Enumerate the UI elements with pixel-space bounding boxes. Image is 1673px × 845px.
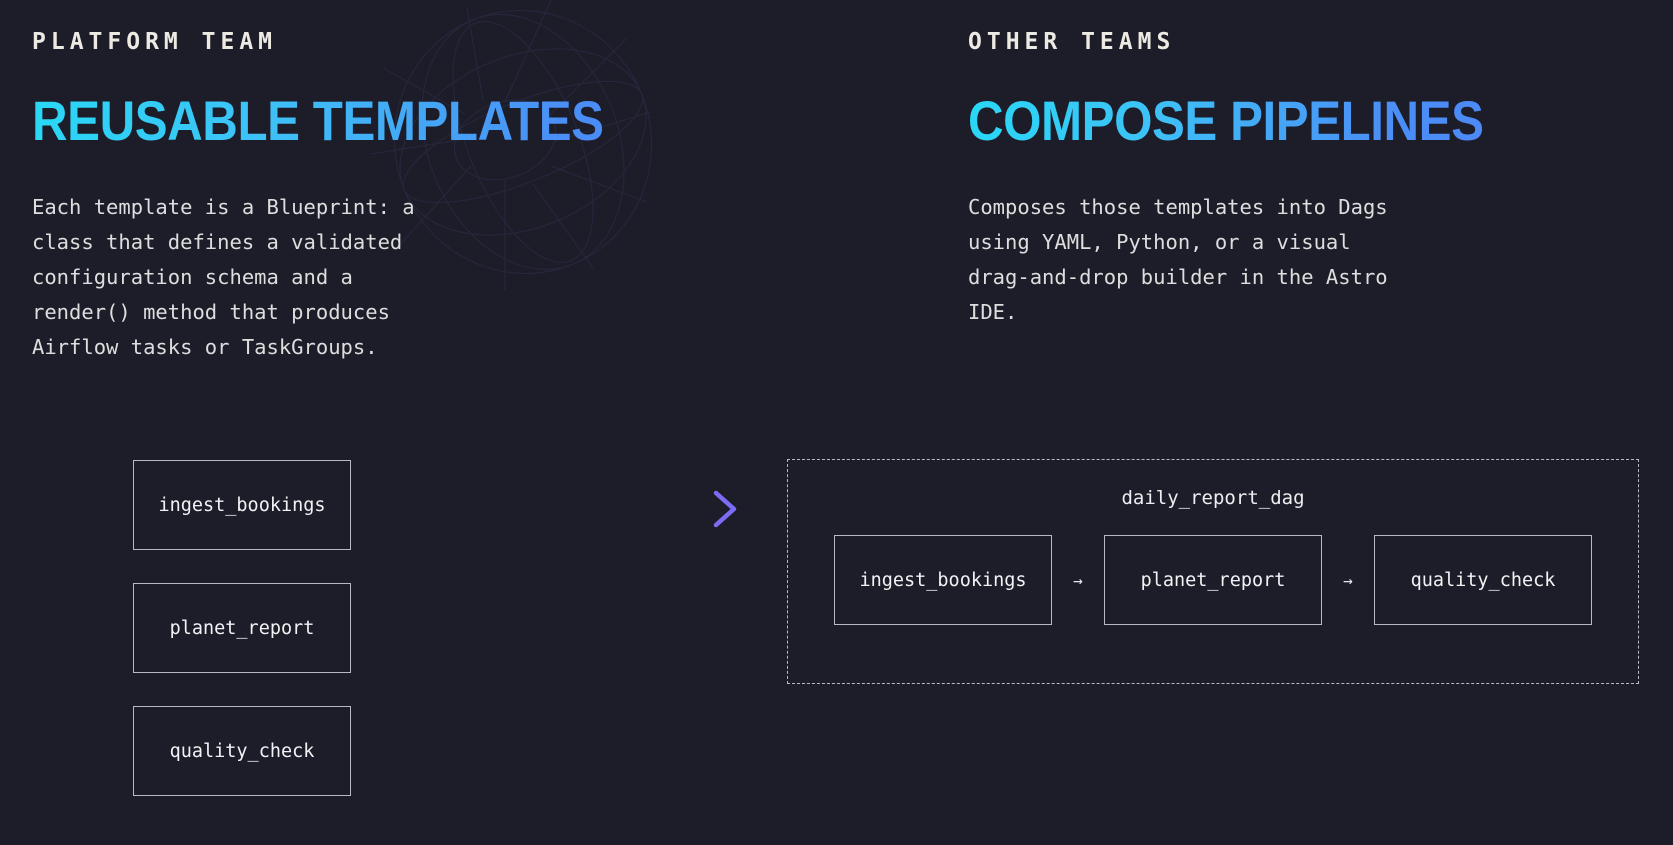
left-column: PLATFORM TEAM REUSABLE TEMPLATES Each te… <box>32 0 872 365</box>
dag-task-planet-report[interactable]: planet_report <box>1104 535 1322 625</box>
dag-task-row: ingest_bookings → planet_report → qualit… <box>788 535 1638 625</box>
left-eyebrow: PLATFORM TEAM <box>32 29 278 55</box>
dag-task-ingest-bookings[interactable]: ingest_bookings <box>834 535 1052 625</box>
dag-container: daily_report_dag ingest_bookings → plane… <box>787 459 1639 684</box>
dag-title: daily_report_dag <box>1121 487 1305 509</box>
dag-task-label: ingest_bookings <box>859 569 1027 591</box>
template-box-quality-check[interactable]: quality_check <box>133 706 351 796</box>
dag-arrow-icon-1: → <box>1073 570 1083 590</box>
right-headline: COMPOSE PIPELINES <box>968 93 1549 149</box>
template-label: ingest_bookings <box>158 494 326 516</box>
left-headline: REUSABLE TEMPLATES <box>32 93 771 149</box>
dag-arrow-icon-2: → <box>1343 570 1353 590</box>
dag-task-label: planet_report <box>1140 569 1286 591</box>
right-eyebrow: OTHER TEAMS <box>968 29 1176 55</box>
dag-task-label: quality_check <box>1410 569 1556 591</box>
template-label: quality_check <box>169 740 315 762</box>
flow-arrow-icon <box>382 490 737 528</box>
left-body-text: Each template is a Blueprint: a class th… <box>32 195 415 359</box>
right-body-text: Composes those templates into Dags using… <box>968 195 1388 324</box>
template-label: planet_report <box>169 617 315 639</box>
right-column: OTHER TEAMS COMPOSE PIPELINES Composes t… <box>968 0 1628 330</box>
template-box-ingest-bookings[interactable]: ingest_bookings <box>133 460 351 550</box>
dag-task-quality-check[interactable]: quality_check <box>1374 535 1592 625</box>
template-list: ingest_bookings planet_report quality_ch… <box>133 460 351 829</box>
template-box-planet-report[interactable]: planet_report <box>133 583 351 673</box>
